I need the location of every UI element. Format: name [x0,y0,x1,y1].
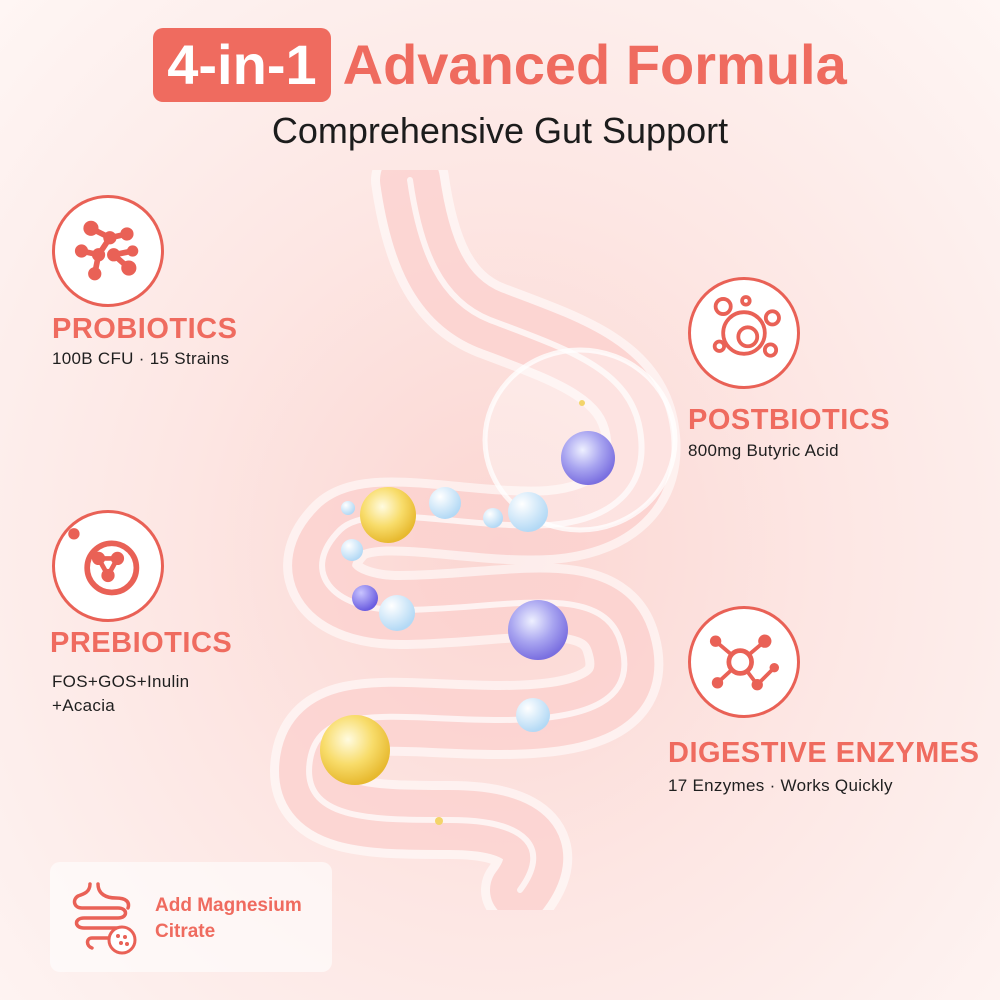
bubbles-icon [688,277,800,389]
postbiotics-title: POSTBIOTICS [688,404,891,436]
prebiotics-title: PREBIOTICS [50,627,233,659]
subtitle: Comprehensive Gut Support [271,110,729,151]
postbiotics-desc: 800mg Butyric Acid [688,441,839,460]
formula-badge: 4-in-1 [153,28,331,102]
enzymes-desc: 17 Enzymes · Works Quickly [668,776,893,795]
enzymes-title: DIGESTIVE ENZYMES [668,737,980,769]
headline-title: Advanced Formula [342,33,847,96]
molecule-cluster-icon [52,195,164,307]
intestine-icon [72,882,137,955]
enzyme-molecule-icon [688,606,800,718]
prebiotics-desc-line2: +Acacia [52,696,116,715]
digestive-tract-illustration [270,170,681,910]
prebiotics-desc-line1: FOS+GOS+Inulin [52,672,190,691]
probiotics-desc: 100B CFU · 15 Strains [52,349,230,368]
cell-network-icon [52,510,164,622]
probiotics-title: PROBIOTICS [52,313,238,345]
magnesium-label: Add Magnesium Citrate [155,895,302,942]
